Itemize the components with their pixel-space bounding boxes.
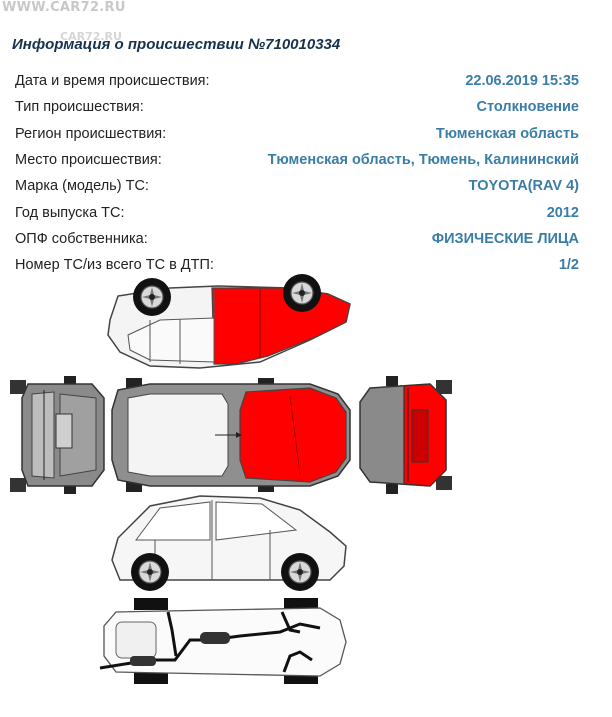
car-right-side-view	[111, 495, 347, 592]
car-underbody-view	[99, 598, 347, 684]
info-value: 22.06.2019 15:35	[465, 73, 579, 90]
info-row-owner: ОПФ собственника: ФИЗИЧЕСКИЕ ЛИЦА	[15, 226, 579, 252]
car-left-side-view	[107, 273, 351, 369]
info-label: Марка (модель) ТС:	[15, 178, 149, 195]
info-label: Дата и время происшествия:	[15, 73, 210, 90]
info-value: ФИЗИЧЕСКИЕ ЛИЦА	[431, 230, 579, 247]
info-label: Место происшествия:	[15, 152, 162, 169]
info-row-date: Дата и время происшествия: 22.06.2019 15…	[15, 68, 579, 94]
page-title: Информация о происшествии №710010334	[12, 36, 341, 53]
info-value: TOYOTA(RAV 4)	[468, 178, 579, 195]
info-label: ОПФ собственника:	[15, 230, 148, 247]
info-row-vehicle-number: Номер ТС/из всего ТС в ДТП: 1/2	[15, 252, 579, 278]
info-label: Тип происшествия:	[15, 99, 144, 116]
info-value: 1/2	[558, 257, 579, 274]
info-value: Тюменская область, Тюмень, Калининский	[267, 152, 579, 169]
info-row-model: Марка (модель) ТС: TOYOTA(RAV 4)	[15, 173, 579, 199]
info-row-region: Регион происшествия: Тюменская область	[15, 121, 579, 147]
info-row-place: Место происшествия: Тюменская область, Т…	[15, 147, 579, 173]
info-table: Дата и время происшествия: 22.06.2019 15…	[15, 68, 579, 278]
info-value: Столкновение	[476, 99, 579, 116]
info-label: Регион происшествия:	[15, 125, 167, 142]
info-row-type: Тип происшествия: Столкновение	[15, 94, 579, 120]
damage-zone-top-front	[239, 387, 347, 483]
car-damage-diagram	[10, 273, 452, 684]
info-value: Тюменская область	[435, 125, 579, 142]
car-top-view	[111, 378, 351, 492]
watermark: WWW.CAR72.RU	[2, 0, 126, 15]
car-front-view	[359, 376, 452, 494]
info-label: Год выпуска ТС:	[15, 204, 125, 221]
car-rear-view	[10, 376, 105, 494]
info-label: Номер ТС/из всего ТС в ДТП:	[15, 257, 214, 274]
watermark-small: CAR72.RU	[60, 30, 122, 43]
info-row-year: Год выпуска ТС: 2012	[15, 199, 579, 225]
info-value: 2012	[546, 204, 579, 221]
